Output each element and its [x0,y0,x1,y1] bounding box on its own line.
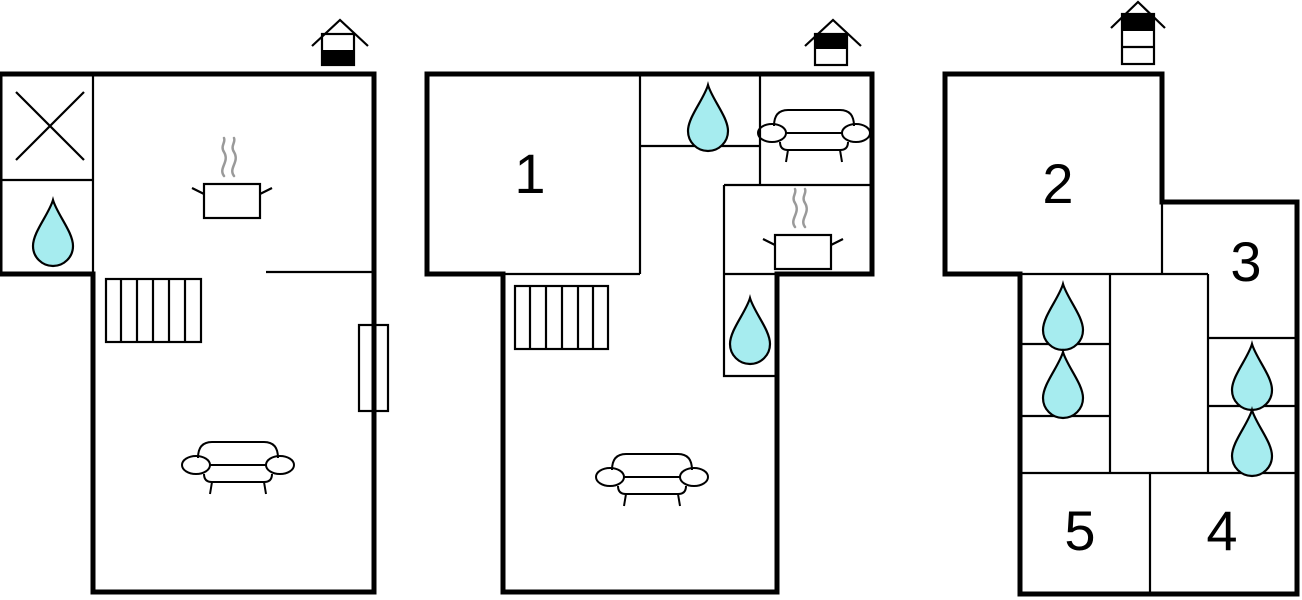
kitchen-icon [761,187,845,271]
room-label: 3 [1230,230,1261,293]
bathroom-icon [31,198,75,268]
room-label: 4 [1206,499,1237,562]
interior-wall [0,74,374,274]
bathroom-icon [686,83,730,153]
sofa-icon [181,441,295,495]
floor-plan-second: 2 3 5 4 [942,0,1300,597]
bathroom-icon [1230,408,1274,478]
exterior-wall [942,71,1300,597]
kitchen-icon [190,136,274,220]
floor-plan-ground [0,18,390,595]
interior-wall [503,74,872,378]
exterior-wall [0,71,377,595]
sofa-icon [595,453,709,507]
bathroom-icon [1041,282,1085,352]
sofa-icon [757,109,871,163]
floor-indicator-icon [804,18,862,67]
floor-indicator-icon [311,18,369,67]
exterior-wall [424,71,875,595]
bathroom-icon [1041,350,1085,420]
bathroom-icon [728,296,772,366]
floor-plan-first: 1 [424,18,875,595]
stairs-icon [104,277,203,344]
stairs-icon [513,284,610,351]
room-label: 2 [1042,152,1073,215]
room-label: 5 [1064,499,1095,562]
door-icon [357,323,390,413]
bathroom-icon [1230,342,1274,412]
floor-indicator-icon [1110,0,1166,66]
cross-icon [15,91,85,161]
room-label: 1 [514,142,545,205]
